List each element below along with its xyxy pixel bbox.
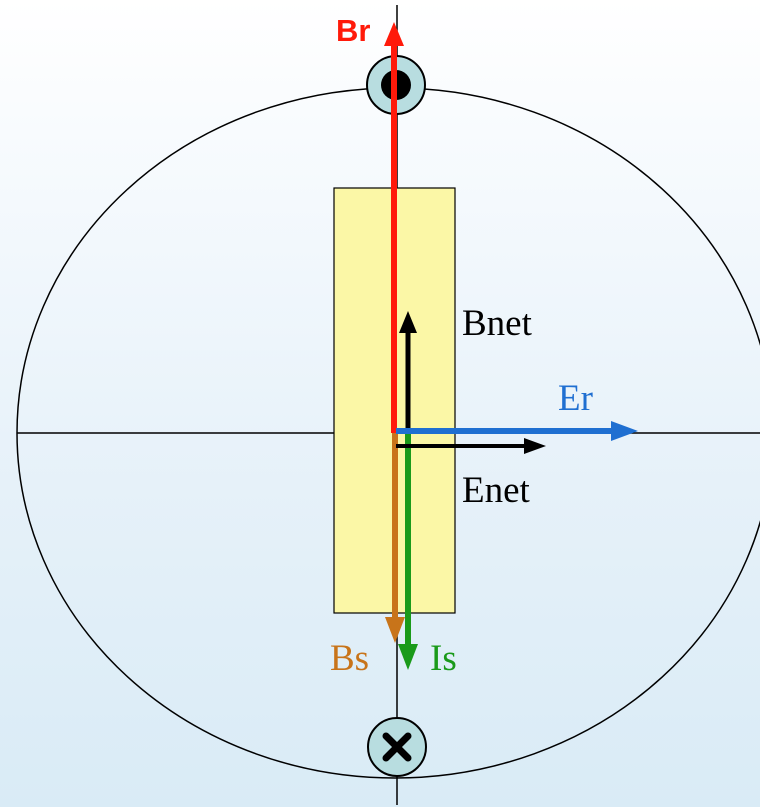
- bs-arrow: [385, 433, 405, 643]
- enet-arrow: [396, 438, 546, 454]
- current-into-page-icon: [382, 732, 412, 762]
- label-bnet: Bnet: [462, 303, 533, 344]
- br-arrow: [384, 22, 404, 433]
- bnet-arrow: [399, 311, 417, 433]
- label-enet: Enet: [462, 470, 531, 511]
- label-er: Er: [558, 378, 593, 419]
- label-is: Is: [430, 638, 457, 679]
- label-bs: Bs: [330, 638, 369, 679]
- label-br: Br: [336, 13, 370, 48]
- er-arrow: [396, 421, 638, 441]
- is-arrow: [398, 433, 418, 670]
- bottom-conductor: [367, 717, 427, 777]
